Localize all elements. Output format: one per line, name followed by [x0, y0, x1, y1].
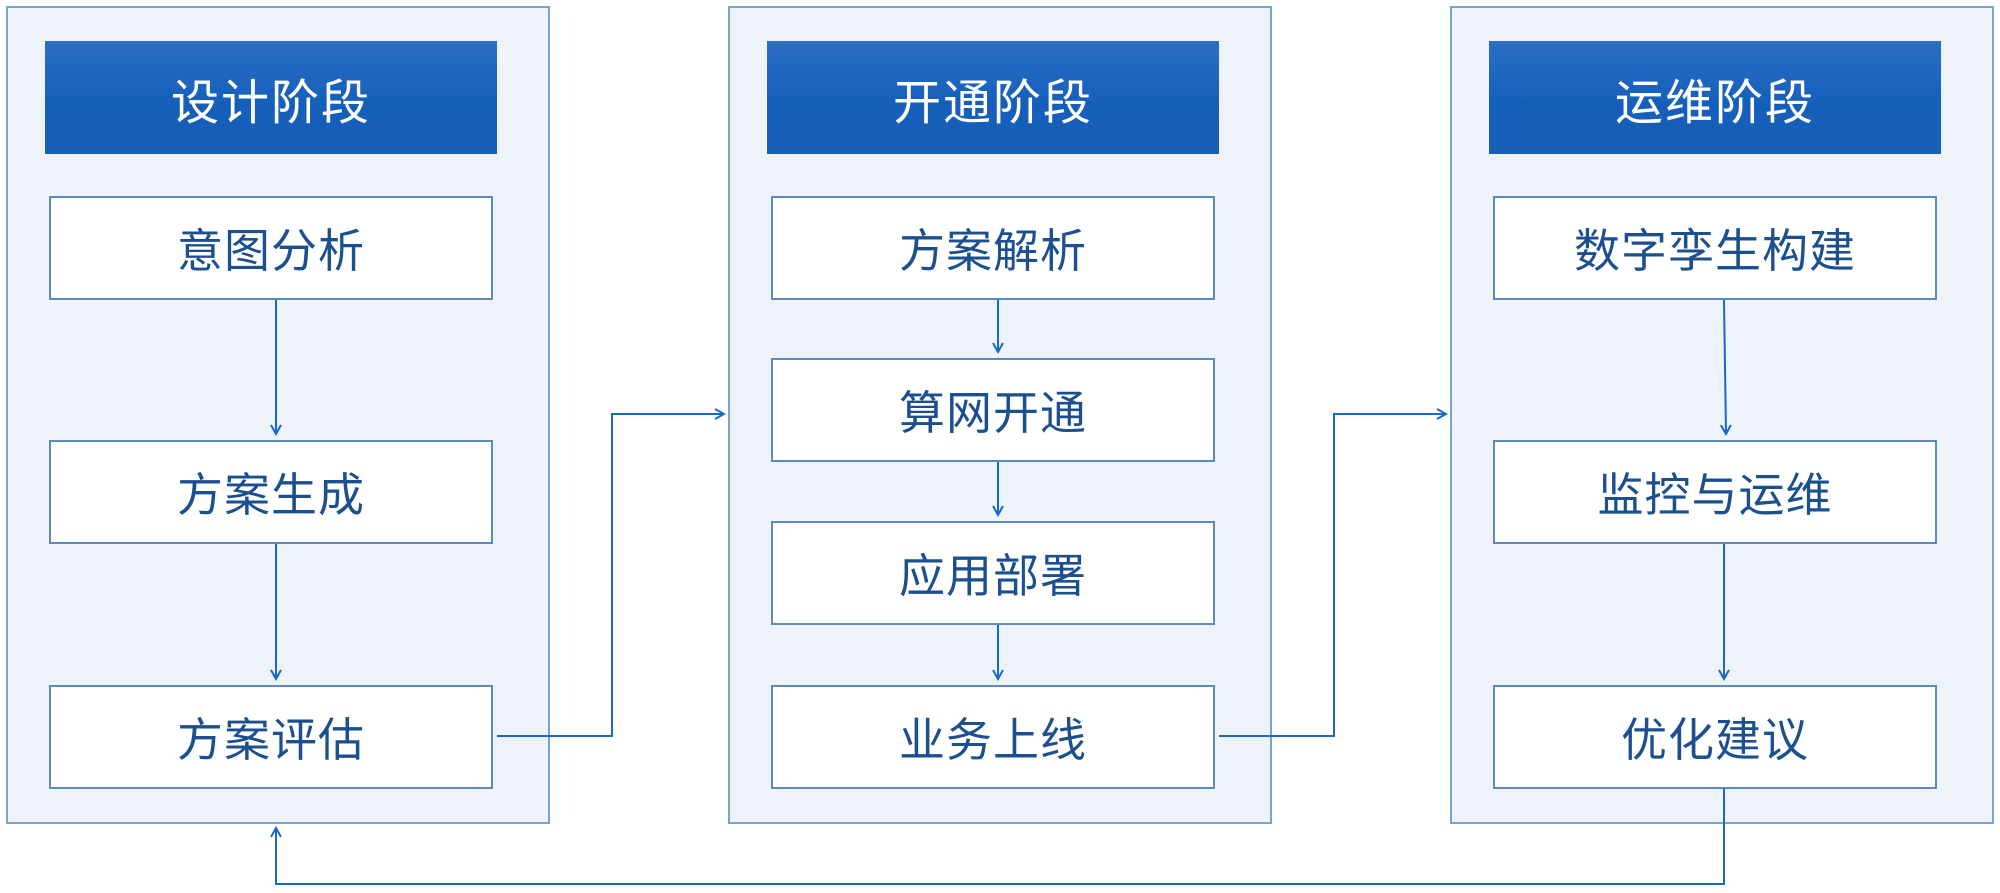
step-digital-twin-construction: 数字孪生构建: [1493, 196, 1937, 300]
arrow-design-to-provisioning: [497, 414, 724, 737]
arrow-provisioning-to-operations: [1219, 414, 1446, 737]
step-intent-analysis: 意图分析: [49, 196, 493, 300]
step-optimization-suggestions: 优化建议: [1493, 685, 1937, 789]
step-service-launch: 业务上线: [771, 685, 1215, 789]
arrow-feedback-loop: [276, 788, 1725, 885]
phase-design-header: 设计阶段: [45, 41, 497, 154]
step-compute-network-provisioning: 算网开通: [771, 358, 1215, 462]
phase-provisioning-header: 开通阶段: [767, 41, 1219, 154]
step-monitoring-operations: 监控与运维: [1493, 440, 1937, 544]
phase-provisioning-panel: 开通阶段 方案解析 算网开通 应用部署 业务上线: [728, 6, 1272, 824]
step-application-deployment: 应用部署: [771, 521, 1215, 625]
phase-design-panel: 设计阶段 意图分析 方案生成 方案评估: [6, 6, 550, 824]
arrow-twin-to-monitoring: [1724, 299, 1726, 434]
step-plan-parsing: 方案解析: [771, 196, 1215, 300]
phase-operations-panel: 运维阶段 数字孪生构建 监控与运维 优化建议: [1450, 6, 1994, 824]
step-plan-evaluation: 方案评估: [49, 685, 493, 789]
phase-operations-header: 运维阶段: [1489, 41, 1941, 154]
step-plan-generation: 方案生成: [49, 440, 493, 544]
